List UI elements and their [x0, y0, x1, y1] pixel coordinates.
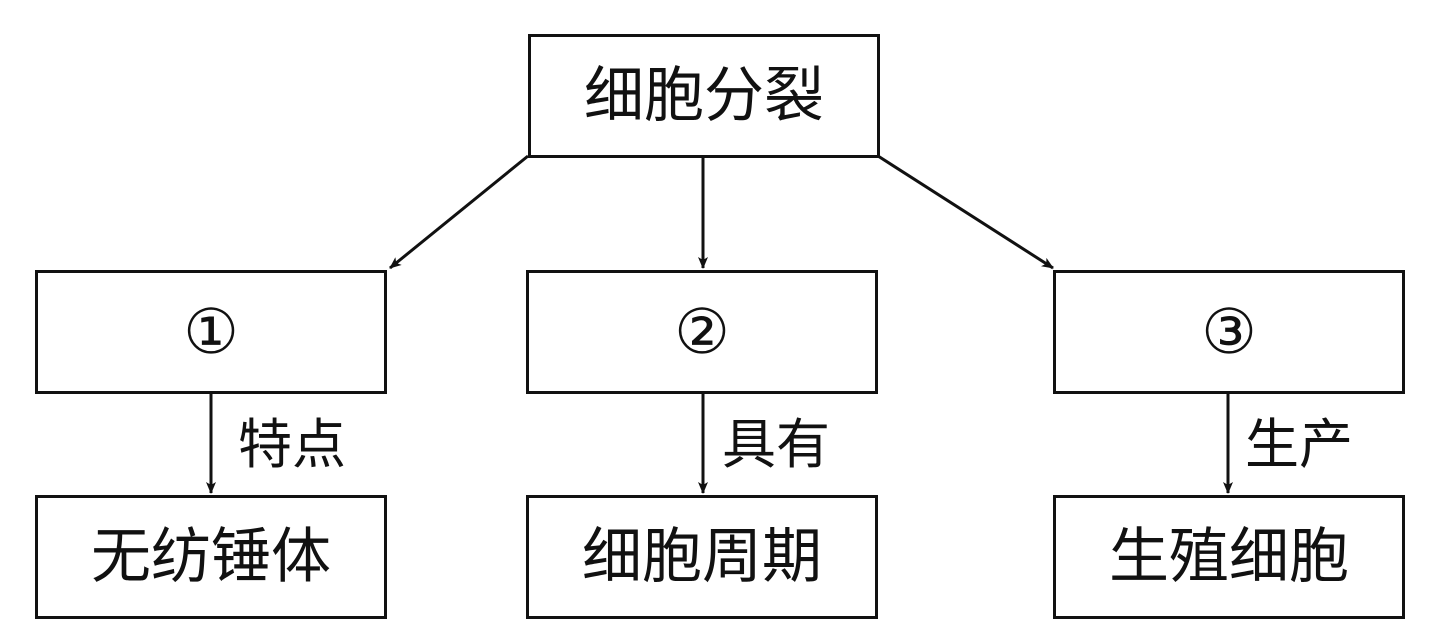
arrow-root-to-3	[877, 154, 1054, 270]
child-node-1: 无纺锤体	[35, 495, 387, 619]
root-node: 细胞分裂	[528, 34, 880, 158]
child-node-2: 细胞周期	[526, 495, 878, 619]
branch-node-3: ③	[1053, 270, 1405, 394]
child-label-1: 无纺锤体	[91, 522, 331, 592]
branch-node-2: ②	[526, 270, 878, 394]
child-label-3: 生殖细胞	[1109, 522, 1349, 592]
edge-label-1: 特点	[238, 413, 346, 476]
arrow-root-to-1	[389, 154, 529, 270]
branch-label-3: ③	[1201, 295, 1257, 368]
root-label: 细胞分裂	[584, 61, 824, 131]
edge-label-2: 具有	[722, 413, 830, 476]
branch-label-1: ①	[183, 295, 239, 368]
branch-node-1: ①	[35, 270, 387, 394]
child-node-3: 生殖细胞	[1053, 495, 1405, 619]
edge-label-3: 生产	[1245, 413, 1353, 476]
branch-label-2: ②	[674, 295, 730, 368]
child-label-2: 细胞周期	[582, 522, 822, 592]
